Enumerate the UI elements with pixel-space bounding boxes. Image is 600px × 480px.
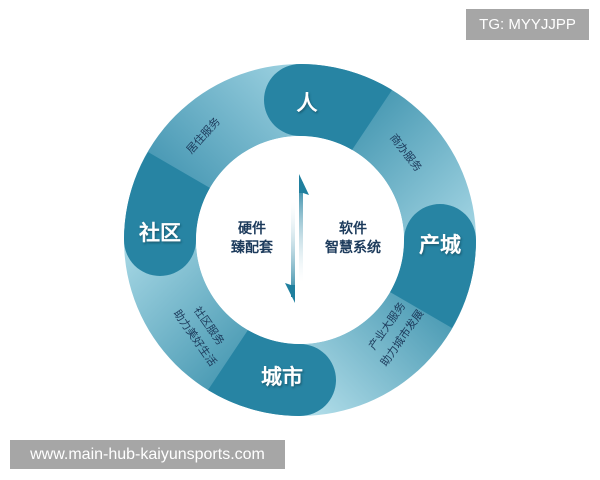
- node-blob-city: [208, 330, 336, 416]
- exchange-arrows-icon: [285, 174, 309, 303]
- ring-nodes: [124, 64, 476, 416]
- node-label-community: 社区: [138, 221, 181, 245]
- center-right-line1: 软件: [339, 220, 367, 237]
- node-blob-industry-city: [390, 204, 476, 328]
- node-blob-person: [264, 64, 392, 150]
- watermark-bottom-left: www.main-hub-kaiyunsports.com: [10, 440, 285, 469]
- center-left-line2: 臻配套: [231, 239, 273, 256]
- watermark-top-right: TG: MYYJJPP: [466, 9, 589, 40]
- node-label-city: 城市: [261, 365, 303, 389]
- node-label-person: 人: [297, 91, 318, 115]
- center-left-line1: 硬件: [238, 220, 266, 237]
- center-right-line2: 智慧系统: [324, 239, 381, 256]
- node-blob-community: [124, 152, 210, 276]
- node-label-industry-city: 产城: [419, 233, 461, 257]
